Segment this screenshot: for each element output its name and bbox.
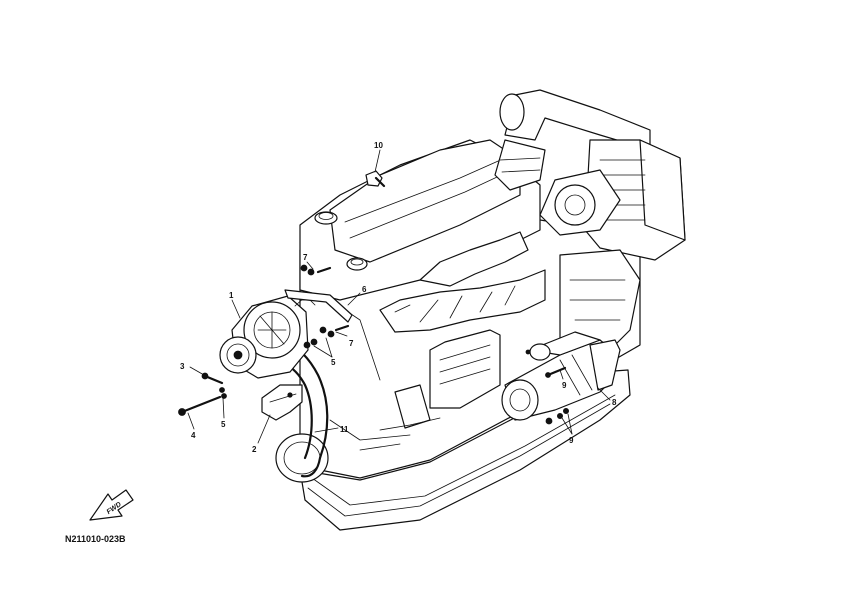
engine-block xyxy=(275,139,641,531)
callout-7-upper: 7 xyxy=(303,253,308,262)
washer-nut-5-upper xyxy=(303,338,318,349)
callout-10: 10 xyxy=(374,141,383,150)
callout-6: 6 xyxy=(362,285,367,294)
callout-9-lower: 9 xyxy=(569,436,574,445)
washer-5-lower xyxy=(219,387,227,399)
bolt-3 xyxy=(201,372,224,385)
starter-motor xyxy=(501,331,621,421)
callout-7-lower: 7 xyxy=(349,339,354,348)
adjusting-brace xyxy=(284,289,353,323)
alternator-bracket xyxy=(261,384,303,421)
callout-1: 1 xyxy=(229,291,234,300)
bolt-4 xyxy=(178,395,222,416)
alternator xyxy=(219,295,316,379)
callout-3: 3 xyxy=(180,362,185,371)
bolt-7-lower xyxy=(319,324,350,338)
callout-2: 2 xyxy=(252,445,257,454)
callout-labels: 10 7 1 6 7 5 3 4 5 2 11 9 8 9 xyxy=(180,141,617,454)
callout-5-lower: 5 xyxy=(221,420,226,429)
drawing-code: N211010-023B xyxy=(65,534,126,544)
bolt-9-upper xyxy=(545,366,567,378)
turbo-pipe-assembly xyxy=(494,89,686,361)
callout-5-upper: 5 xyxy=(331,358,336,367)
leader-lines xyxy=(187,149,611,444)
callout-8: 8 xyxy=(612,398,617,407)
bolt-7-upper xyxy=(300,264,332,276)
callout-4: 4 xyxy=(191,431,196,440)
bolt-9-lower xyxy=(545,407,570,425)
bolt-10 xyxy=(365,170,386,188)
callout-9-upper: 9 xyxy=(562,381,567,390)
fwd-arrow: FWD xyxy=(89,489,134,521)
callout-11: 11 xyxy=(340,425,349,434)
